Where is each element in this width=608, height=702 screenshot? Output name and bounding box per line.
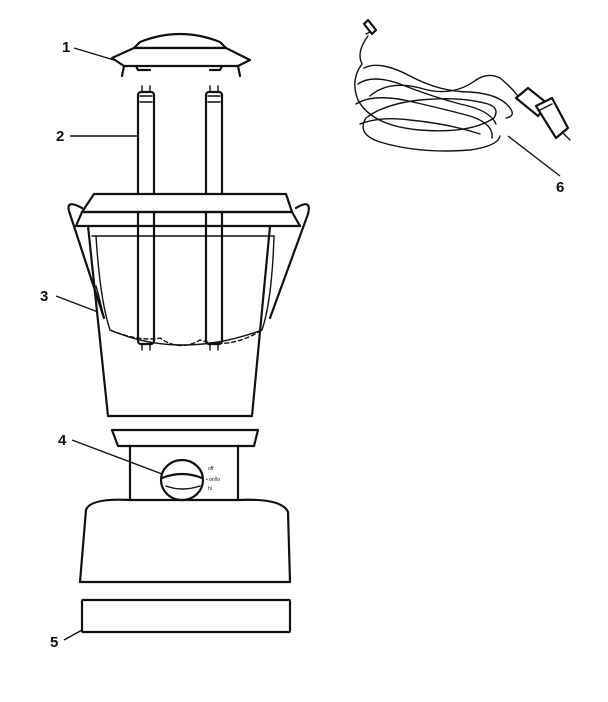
cigarette-lighter-plug <box>514 86 571 141</box>
globe-assembly <box>67 192 310 418</box>
right-tube <box>204 85 224 351</box>
callout-numbers: 1 2 3 4 5 6 <box>40 39 564 651</box>
callout-6: 6 <box>556 179 564 196</box>
power-switch: off • on/lo hi <box>159 458 220 502</box>
bottom-cover <box>80 598 292 634</box>
callout-4: 4 <box>58 432 67 449</box>
callout-5: 5 <box>50 634 58 651</box>
leader-3 <box>55 295 99 313</box>
fluorescent-tubes <box>136 85 224 351</box>
switch-label-off: off <box>208 466 214 472</box>
leader-5 <box>63 629 83 641</box>
leader-4 <box>71 439 163 475</box>
left-tube <box>136 85 156 351</box>
callout-2: 2 <box>56 128 64 145</box>
top-cap <box>110 32 252 78</box>
callout-1: 1 <box>62 39 70 56</box>
switch-label-on-lo: • on/lo <box>206 477 220 483</box>
bail-handle <box>67 203 310 320</box>
leader-1 <box>73 47 115 61</box>
switch-label-hi: hi <box>208 486 212 492</box>
callout-3: 3 <box>40 288 48 305</box>
leader-lines <box>55 47 561 641</box>
lantern-base: off • on/lo hi <box>78 428 292 584</box>
leader-6 <box>507 135 561 177</box>
power-cord <box>354 18 571 152</box>
